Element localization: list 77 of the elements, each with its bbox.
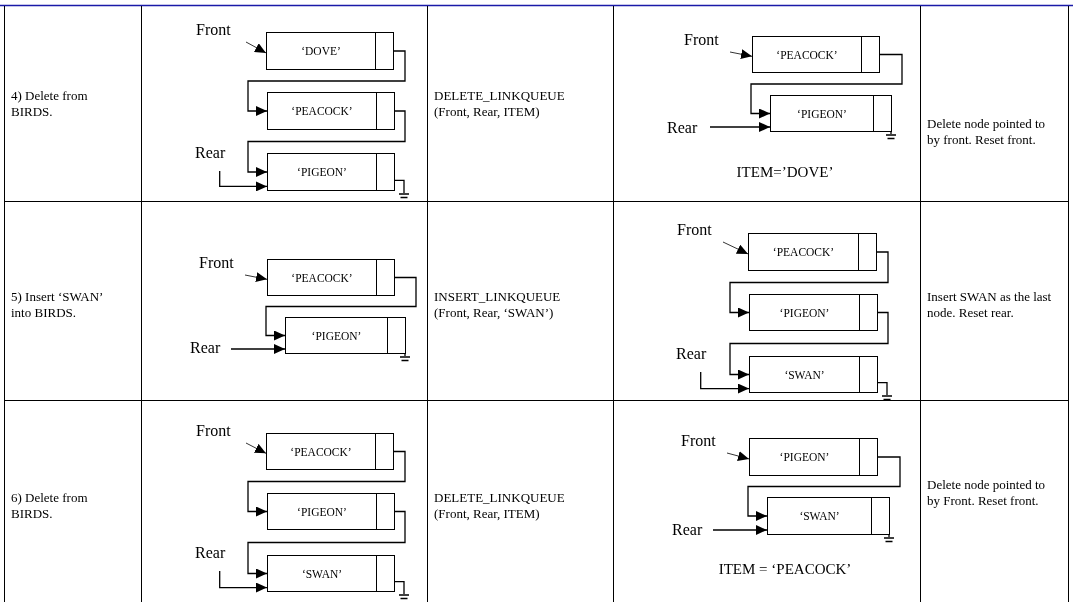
list-node	[752, 36, 880, 73]
connector-line	[394, 179, 405, 194]
pointer-label: Front	[684, 30, 719, 50]
pointer-label: Rear	[676, 344, 707, 364]
arrow	[247, 510, 406, 579]
arrow	[712, 525, 768, 535]
pointer-label: Rear	[195, 143, 226, 163]
procedure-call: DELETE_LINKQUEUE (Front, Rear, ITEM)	[434, 88, 566, 120]
pointer-label: Rear	[190, 338, 221, 358]
list-node	[770, 95, 892, 132]
node-value: ‘PEACOCK’	[775, 47, 839, 63]
node-value: ‘SWAN’	[798, 509, 841, 524]
arrow	[709, 122, 771, 132]
pointer-label: Front	[199, 253, 234, 273]
list-node	[267, 259, 395, 296]
node-value: ‘PIGEON’	[296, 504, 348, 520]
arrow	[747, 456, 901, 521]
arrow	[247, 110, 406, 177]
list-node	[767, 497, 890, 535]
list-node	[266, 433, 394, 470]
node-value: ‘PIGEON’	[296, 165, 348, 180]
connector-line	[394, 581, 405, 595]
arrow	[700, 371, 750, 394]
arrow	[729, 251, 889, 318]
list-node	[267, 92, 395, 130]
node-value: ‘PIGEON’	[778, 450, 831, 465]
list-node	[748, 233, 877, 271]
list-node	[267, 153, 395, 191]
node-value: ‘PEACOCK’	[771, 245, 836, 260]
result-note: Delete node pointed to by front. Reset front.	[927, 116, 1047, 148]
list-node	[266, 32, 394, 70]
list-node	[749, 356, 878, 393]
result-note: Insert SWAN as the last node. Reset rear.	[927, 289, 1053, 321]
node-value: ‘PIGEON’	[796, 106, 848, 122]
node-value: ‘PIGEON’	[310, 328, 363, 344]
item-value: ITEM=’DOVE’	[735, 163, 835, 181]
pointer-label: Rear	[195, 543, 226, 563]
node-value: ‘SWAN’	[783, 367, 826, 383]
ground-icon	[884, 537, 894, 544]
pointer-label: Front	[681, 431, 716, 451]
pointer-label: Front	[677, 220, 712, 240]
arrow	[265, 276, 417, 341]
operation-text: 4) Delete from BIRDS.	[11, 88, 89, 120]
procedure-call: DELETE_LINKQUEUE (Front, Rear, ITEM)	[434, 490, 566, 522]
arrow	[247, 450, 406, 517]
node-value: ‘PIGEON’	[778, 305, 831, 321]
arrow	[219, 570, 268, 593]
list-node	[267, 493, 395, 530]
node-value: ‘PEACOCK’	[289, 444, 353, 460]
pointer-label: Front	[196, 20, 231, 40]
node-value: ‘PEACOCK’	[290, 270, 354, 286]
list-node	[285, 317, 406, 354]
pointer-label: Rear	[667, 118, 698, 138]
list-node	[749, 438, 878, 476]
arrow	[729, 311, 889, 380]
node-value: ‘SWAN’	[300, 566, 344, 582]
arrow	[750, 53, 903, 119]
item-value: ITEM = ‘PEACOCK’	[717, 560, 853, 578]
arrow	[247, 50, 406, 116]
list-node	[267, 555, 395, 592]
procedure-call: INSERT_LINKQUEUE (Front, Rear, ‘SWAN’)	[434, 289, 562, 321]
arrow	[230, 344, 286, 354]
ground-icon	[882, 395, 892, 402]
pointer-label: Front	[196, 421, 231, 441]
pointer-label: Rear	[672, 520, 703, 540]
connector-line	[877, 382, 888, 396]
ground-icon	[399, 193, 409, 200]
ground-icon	[400, 356, 410, 363]
list-node	[749, 294, 878, 331]
ground-icon	[886, 134, 896, 141]
arrow	[219, 170, 268, 192]
result-note: Delete node pointed to by Front. Reset front.	[927, 477, 1047, 509]
operation-text: 6) Delete from BIRDS.	[11, 490, 89, 522]
node-value: ‘PEACOCK’	[290, 104, 354, 119]
node-value: ‘DOVE’	[300, 44, 342, 59]
ground-icon	[399, 594, 409, 601]
operation-text: 5) Insert ‘SWAN’ into BIRDS.	[11, 289, 104, 321]
